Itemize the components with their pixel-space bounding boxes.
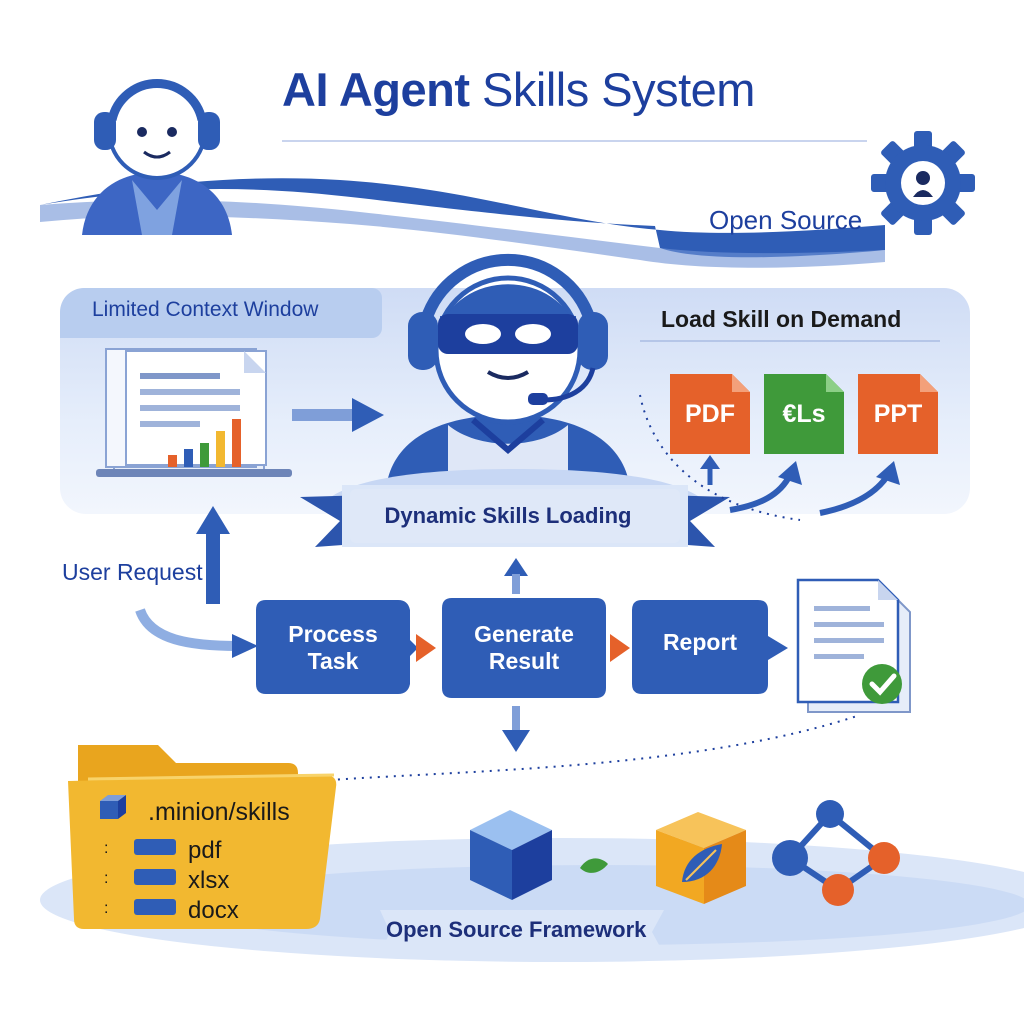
skill-file-pdf[interactable]: PDF [670,370,752,456]
molecule-icon [772,800,900,906]
xls-file-icon [764,374,844,454]
skill-file-ppt[interactable]: PPT [858,370,940,456]
ai-agent-avatar-icon [388,254,628,478]
skill-file-xls[interactable]: €Ls [764,370,846,456]
arrow-right-icon [292,398,384,432]
vertical-arrows [502,558,530,752]
skill-item-pdf[interactable]: pdf [188,837,222,864]
context-panel-tab [60,288,382,338]
process-steps-shapes [256,598,788,698]
open-source-framework-label: Open Source Framework [386,917,647,942]
process-task-line1: Process [288,621,378,647]
framework-icons [470,800,900,906]
generate-result-line2: Result [488,648,560,674]
xls-file-label: €Ls [782,400,826,428]
dynamic-skills-loading-label: Dynamic Skills Loading [384,503,632,528]
report-line1: Report [662,629,738,655]
open-source-label: Open Source [709,205,863,235]
blue-cube-icon [470,810,552,900]
pdf-file-label: PDF [685,400,735,428]
pdf-file-icon [670,374,750,454]
process-task-line2: Task [307,648,359,674]
report-document-icon [796,578,911,713]
svg-text::: : [104,900,108,917]
ppt-file-label: PPT [873,400,923,428]
page-title: AI Agent Skills System [282,62,755,117]
report-step[interactable]: Report [632,629,768,656]
leaf-icon [580,858,608,873]
svg-text::: : [104,840,108,857]
title-part-2: Skills System [482,63,755,116]
support-avatar-icon [82,79,232,235]
limited-context-window-label: Limited Context Window [92,298,319,321]
title-divider [282,140,867,142]
document-chart-icon [96,348,292,477]
framework-label-ribbon [380,910,664,954]
ppt-file-icon [858,374,938,454]
check-icon [862,664,902,704]
cube-icon [100,795,126,819]
generate-result-step[interactable]: Generate Result [442,621,606,675]
dynamic-loading-banner-shape [300,469,730,547]
skill-load-arrows [639,394,900,521]
skills-folder-icon: : : : [68,745,337,929]
process-task-step[interactable]: Process Task [256,621,410,675]
skill-item-docx[interactable]: docx [188,897,239,924]
load-skill-divider [640,340,940,342]
skills-folder-path: .minion/skills [148,798,290,826]
orange-leaf-cube-icon [656,812,746,904]
load-skill-on-demand-label: Load Skill on Demand [661,306,902,332]
user-request-arrows [135,506,258,658]
generate-result-line1: Generate [474,621,574,647]
skill-item-xlsx[interactable]: xlsx [188,867,230,894]
user-request-label: User Request [62,559,203,585]
arrow-up-icon [778,461,802,485]
title-part-1: AI Agent [282,63,470,116]
svg-text::: : [104,870,108,887]
gear-icon [871,131,975,235]
